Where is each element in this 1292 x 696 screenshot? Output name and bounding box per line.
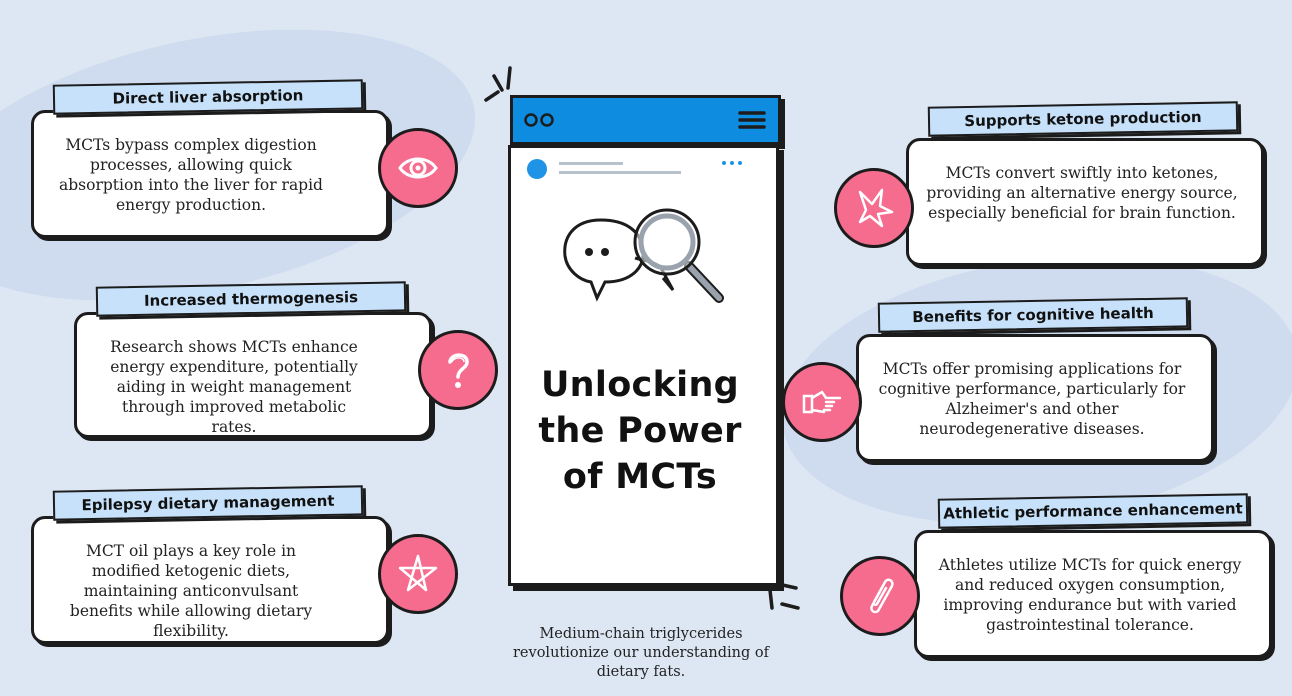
info-card: MCTs convert swiftly into ketones, provi… bbox=[906, 138, 1264, 266]
icon-badge bbox=[378, 534, 458, 614]
card-heading: Athletic performance enhancement bbox=[937, 493, 1249, 529]
subtitle: Medium-chain triglycerides revolutionize… bbox=[513, 626, 769, 680]
card-heading: Supports ketone production bbox=[927, 101, 1239, 137]
burst-doodle bbox=[484, 66, 512, 102]
card-description: MCTs offer promising applications for co… bbox=[878, 360, 1186, 438]
phone-top-bar bbox=[510, 95, 781, 145]
card-description: Research shows MCTs enhance energy expen… bbox=[110, 338, 358, 436]
info-card: MCT oil plays a key role in modified ket… bbox=[31, 516, 389, 644]
info-card: Athletes utilize MCTs for quick energy a… bbox=[914, 530, 1272, 658]
phone-screen bbox=[508, 145, 779, 586]
menu-icon bbox=[738, 111, 766, 129]
post-header-placeholder bbox=[527, 159, 742, 179]
pointing-hand-icon bbox=[802, 390, 842, 414]
star-icon bbox=[398, 554, 438, 592]
card-heading: Epilepsy dietary management bbox=[52, 485, 364, 521]
chat-search-icon bbox=[563, 208, 724, 303]
icon-badge bbox=[418, 330, 498, 410]
card-description: MCT oil plays a key role in modified ket… bbox=[69, 542, 313, 640]
card-description: Athletes utilize MCTs for quick energy a… bbox=[938, 556, 1242, 634]
question-mark-icon bbox=[448, 353, 469, 388]
eye-icon bbox=[398, 157, 438, 179]
info-card: Research shows MCTs enhance energy expen… bbox=[74, 312, 432, 438]
card-heading: Benefits for cognitive health bbox=[877, 297, 1189, 333]
info-card: MCTs bypass complex digestion processes,… bbox=[31, 110, 389, 238]
card-description: MCTs bypass complex digestion processes,… bbox=[59, 136, 323, 214]
icon-badge bbox=[834, 168, 914, 248]
spark-icon bbox=[858, 188, 894, 228]
window-dots-icon bbox=[524, 113, 554, 127]
card-heading: Increased thermogenesis bbox=[95, 281, 407, 317]
info-card: MCTs offer promising applications for co… bbox=[856, 334, 1214, 462]
icon-badge bbox=[782, 362, 862, 442]
card-description: MCTs convert swiftly into ketones, provi… bbox=[926, 164, 1238, 222]
icon-badge bbox=[840, 556, 920, 636]
page-title: Unlocking the Power of MCTs bbox=[538, 365, 742, 497]
burst-doodle bbox=[768, 582, 800, 610]
icon-badge bbox=[378, 128, 458, 208]
card-heading: Direct liver absorption bbox=[52, 79, 364, 115]
paperclip-icon bbox=[870, 578, 894, 614]
